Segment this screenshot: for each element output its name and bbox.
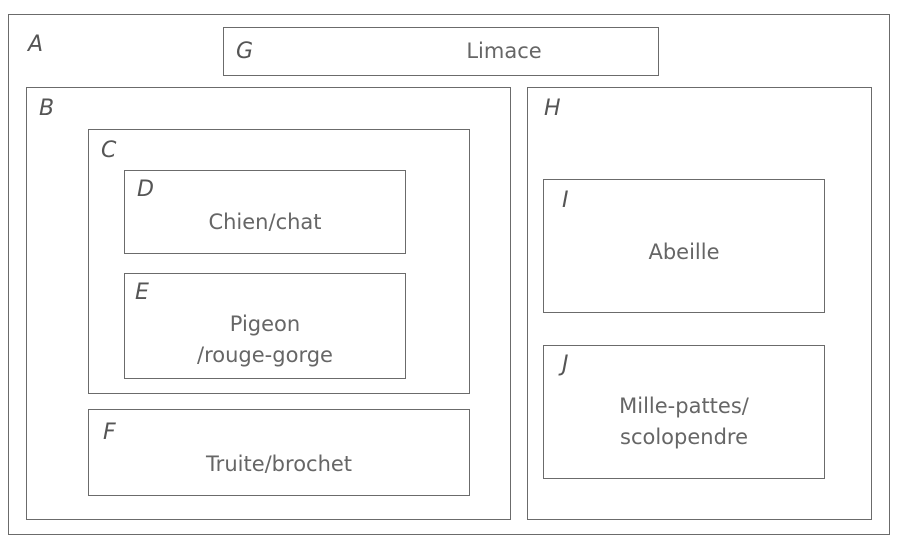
box-e-text-line-1: Pigeon [229,312,301,336]
box-d-letter: D [137,177,154,202]
box-e-text: Pigeon /rouge-gorge [125,309,405,371]
box-a-letter: A [28,32,44,57]
box-i-text: Abeille [648,240,720,264]
box-d-text: Chien/chat [208,210,322,234]
box-h: H [527,87,872,520]
box-d: D Chien/chat [124,170,406,254]
box-b-letter: B [39,96,55,121]
box-a: A [8,14,890,535]
box-c-letter: C [101,138,117,163]
box-g: G Limace [223,27,659,76]
box-e-letter: E [135,280,149,305]
box-b: B [26,87,511,520]
box-f-letter: F [103,420,116,445]
box-j-letter: J [562,352,569,377]
box-e-text-line-2: /rouge-gorge [197,343,333,367]
box-e: E Pigeon /rouge-gorge [124,273,406,379]
box-j-text-line-2: scolopendre [620,425,748,449]
box-f: F Truite/brochet [88,409,470,496]
box-g-letter: G [236,39,254,64]
box-j-text: Mille-pattes/ scolopendre [544,391,824,453]
box-c: C [88,129,470,394]
box-h-letter: H [544,96,561,121]
box-j-text-line-1: Mille-pattes/ [619,394,749,418]
box-j: J Mille-pattes/ scolopendre [543,345,825,479]
box-f-text: Truite/brochet [205,452,353,476]
box-i-letter: I [562,188,569,213]
box-i: I Abeille [543,179,825,313]
box-g-text: Limace [466,39,542,63]
